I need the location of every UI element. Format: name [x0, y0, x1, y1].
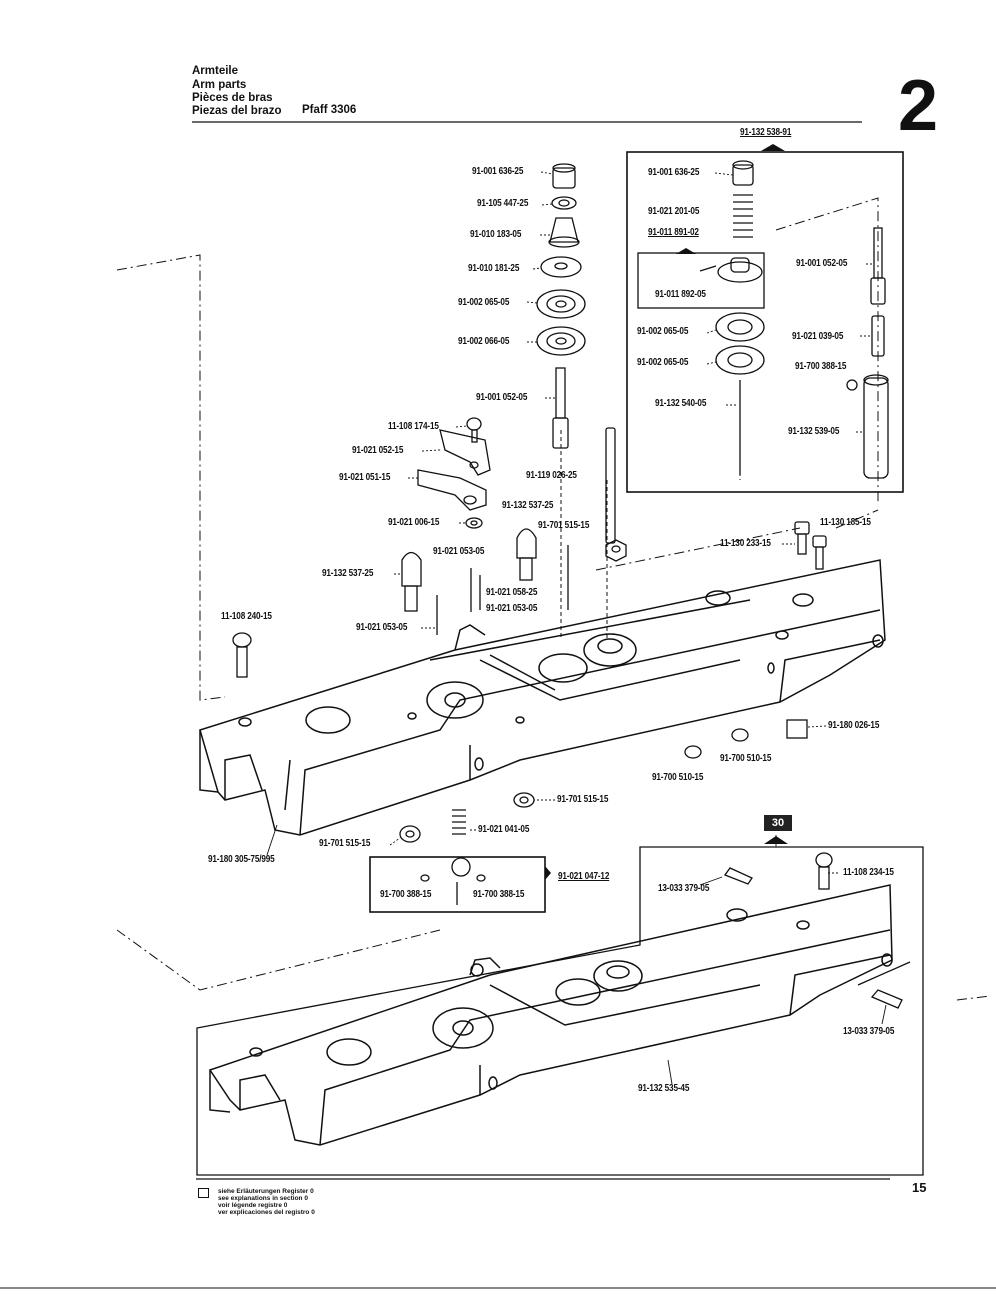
part-label: 91-010 181-25 — [468, 263, 520, 274]
lower-arm-frame — [196, 846, 924, 1176]
part-label: 91-132 539-05 — [788, 426, 840, 437]
inset-box-inner — [637, 252, 765, 309]
part-label: 11-108 174-15 — [388, 421, 439, 432]
part-label: 91-701 515-15 — [319, 838, 371, 849]
part-label: 91-701 515-15 — [538, 520, 590, 531]
part-label: 91-021 006-15 — [388, 517, 440, 528]
header-line-es: Piezas del brazo — [192, 105, 282, 117]
part-label: 91-021 201-05 — [648, 206, 700, 217]
part-label: 91-021 053-05 — [356, 622, 408, 633]
part-label: 91-002 065-05 — [637, 357, 689, 368]
part-label: 91-010 183-05 — [470, 229, 522, 240]
part-label: 91-021 052-15 — [352, 445, 404, 456]
part-label: 91-001 052-05 — [476, 392, 528, 403]
part-label: 91-700 510-15 — [720, 753, 772, 764]
part-label: 91-132 537-25 — [322, 568, 374, 579]
inset-box-needle-bar — [626, 151, 904, 493]
section-number: 2 — [898, 66, 939, 146]
part-label: 91-132 535-45 — [638, 1083, 690, 1094]
part-label: 91-002 065-05 — [458, 297, 510, 308]
register-badge: 30 — [764, 815, 792, 831]
part-label: 91-701 515-15 — [557, 794, 609, 805]
part-label: 91-021 053-05 — [486, 603, 538, 614]
set-box — [369, 856, 546, 913]
part-label: 91-105 447-25 — [477, 198, 529, 209]
needle-bar-parts — [699, 160, 889, 479]
part-label: 91-021 051-15 — [339, 472, 391, 483]
part-label: 91-021 047-12 — [558, 871, 610, 882]
part-label: 11-108 240-15 — [221, 611, 272, 622]
loose-parts — [399, 521, 911, 1009]
part-label: 13-033 379-05 — [843, 1026, 895, 1037]
model-name: Pfaff 3306 — [302, 104, 357, 116]
footnote-line: siehe Erläuterungen Register 0 — [218, 1188, 314, 1195]
part-label: 91-132 537-25 — [502, 500, 554, 511]
part-label: 11-130 185-15 — [820, 517, 871, 528]
part-label: 91-002 065-05 — [637, 326, 689, 337]
part-label: 91-700 510-15 — [652, 772, 704, 783]
footnote-line: ver explicaciones del registro 0 — [218, 1209, 315, 1216]
part-label: 91-021 058-25 — [486, 587, 538, 598]
part-label: 91-021 039-05 — [792, 331, 844, 342]
presser-bar-parts — [232, 163, 627, 678]
part-label: 91-021 053-05 — [433, 546, 485, 557]
part-label: 91-119 026-25 — [526, 470, 577, 481]
header-line-de: Armteile — [192, 65, 239, 77]
part-label: 91-132 540-05 — [655, 398, 707, 409]
part-label: 91-001 052-05 — [796, 258, 848, 269]
part-label: 91-011 891-02 — [648, 227, 699, 238]
header-line-en: Arm parts — [192, 79, 247, 91]
part-label: 91-180 026-15 — [828, 720, 880, 731]
part-label: 91-700 388-15 — [795, 361, 847, 372]
part-label: 91-700 388-15 — [380, 889, 432, 900]
part-label: 91-001 636-25 — [648, 167, 700, 178]
arm-casting-lower — [208, 884, 893, 1146]
header-line-fr: Pièces de bras — [192, 92, 273, 104]
page-number: 15 — [912, 1180, 927, 1195]
legend-box-icon — [198, 1188, 209, 1198]
part-label: 91-132 538-91 — [740, 127, 792, 138]
part-label: 91-001 636-25 — [472, 166, 524, 177]
footnote-line: voir légende registre 0 — [218, 1202, 288, 1209]
part-label: 91-011 892-05 — [655, 289, 706, 300]
part-label: 91-002 066-05 — [458, 336, 510, 347]
part-label: 91-021 041-05 — [478, 824, 530, 835]
footnote-line: see explanations in section 0 — [218, 1195, 308, 1202]
part-label: 91-700 388-15 — [473, 889, 525, 900]
part-label: 11-130 233-15 — [720, 538, 771, 549]
part-label: 11-108 234-15 — [843, 867, 894, 878]
part-label: 91-180 305-75/995 — [208, 854, 275, 865]
arm-casting-upper — [199, 559, 886, 836]
part-label: 13-033 379-05 — [658, 883, 710, 894]
